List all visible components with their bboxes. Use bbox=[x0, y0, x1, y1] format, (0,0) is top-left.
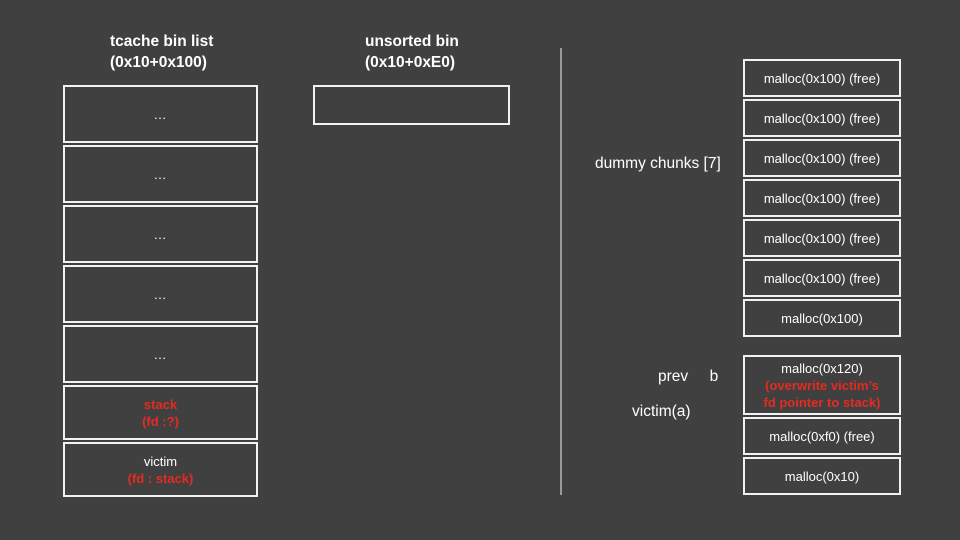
tcache-title-line1: tcache bin list bbox=[110, 33, 214, 50]
alloc-chunk-victim-note-line1: (overwrite victim’s bbox=[765, 377, 879, 393]
tcache-entry-2-primary: … bbox=[153, 226, 168, 242]
unsorted-bin-title: unsorted bin (0x10+0xE0) bbox=[365, 31, 459, 73]
alloc-chunk-f0[interactable]: malloc(0xf0) (free) bbox=[743, 417, 901, 455]
prev-b-label: prev b bbox=[658, 368, 719, 385]
dummy-chunks-stack: malloc(0x100) (free) malloc(0x100) (free… bbox=[743, 59, 901, 337]
alloc-chunk-victim-note-line2: fd pointer to stack) bbox=[763, 394, 881, 410]
tcache-entry-0-primary: … bbox=[153, 106, 168, 122]
tcache-entry-stack-primary: stack bbox=[143, 396, 178, 412]
tcache-entry-0[interactable]: … bbox=[63, 85, 258, 143]
dummy-chunk-0[interactable]: malloc(0x100) (free) bbox=[743, 59, 901, 97]
unsorted-bin-box[interactable] bbox=[313, 85, 510, 125]
tcache-entry-2[interactable]: … bbox=[63, 205, 258, 263]
dummy-chunk-3-label: malloc(0x100) (free) bbox=[763, 190, 881, 206]
victim-a-label: victim(a) bbox=[632, 403, 691, 420]
unsorted-title-line2: (0x10+0xE0) bbox=[365, 54, 456, 71]
tcache-entry-3-primary: … bbox=[153, 286, 168, 302]
dummy-chunk-6[interactable]: malloc(0x100) bbox=[743, 299, 901, 337]
tcache-entry-3[interactable]: … bbox=[63, 265, 258, 323]
alloc-chunk-victim[interactable]: malloc(0x120) (overwrite victim’s fd poi… bbox=[743, 355, 901, 415]
dummy-chunk-4-label: malloc(0x100) (free) bbox=[763, 230, 881, 246]
alloc-chunk-10[interactable]: malloc(0x10) bbox=[743, 457, 901, 495]
tcache-bin-list-title: tcache bin list (0x10+0x100) bbox=[110, 31, 213, 73]
dummy-chunk-0-label: malloc(0x100) (free) bbox=[763, 70, 881, 86]
tcache-entry-4[interactable]: … bbox=[63, 325, 258, 383]
alloc-chunk-f0-label: malloc(0xf0) (free) bbox=[769, 428, 875, 444]
dummy-chunk-2[interactable]: malloc(0x100) (free) bbox=[743, 139, 901, 177]
dummy-chunk-5-label: malloc(0x100) (free) bbox=[763, 270, 881, 286]
dummy-chunk-1-label: malloc(0x100) (free) bbox=[763, 110, 881, 126]
tcache-entry-victim-secondary: (fd : stack) bbox=[127, 470, 194, 486]
vertical-divider bbox=[560, 48, 562, 495]
dummy-chunk-2-label: malloc(0x100) (free) bbox=[763, 150, 881, 166]
tcache-entry-victim[interactable]: victim (fd : stack) bbox=[63, 442, 258, 497]
tcache-entry-1[interactable]: … bbox=[63, 145, 258, 203]
tcache-entry-1-primary: … bbox=[153, 166, 168, 182]
alloc-chunk-10-label: malloc(0x10) bbox=[784, 468, 860, 484]
dummy-chunk-5[interactable]: malloc(0x100) (free) bbox=[743, 259, 901, 297]
tcache-entry-victim-primary: victim bbox=[143, 453, 178, 469]
dummy-chunk-1[interactable]: malloc(0x100) (free) bbox=[743, 99, 901, 137]
tcache-entry-stack-secondary: (fd :?) bbox=[142, 413, 179, 429]
dummy-chunks-label: dummy chunks [7] bbox=[595, 155, 721, 172]
tcache-bin-stack: … … … … … stack (fd :?) victim (fd : sta… bbox=[63, 85, 258, 497]
dummy-chunk-3[interactable]: malloc(0x100) (free) bbox=[743, 179, 901, 217]
tcache-title-line2: (0x10+0x100) bbox=[110, 54, 207, 71]
allocation-chunks-stack: malloc(0x120) (overwrite victim’s fd poi… bbox=[743, 355, 901, 495]
unsorted-title-line1: unsorted bin bbox=[365, 33, 459, 50]
alloc-chunk-victim-label: malloc(0x120) bbox=[781, 360, 863, 376]
tcache-entry-4-primary: … bbox=[153, 346, 168, 362]
dummy-chunk-6-label: malloc(0x100) bbox=[781, 310, 863, 326]
tcache-entry-stack[interactable]: stack (fd :?) bbox=[63, 385, 258, 440]
dummy-chunk-4[interactable]: malloc(0x100) (free) bbox=[743, 219, 901, 257]
